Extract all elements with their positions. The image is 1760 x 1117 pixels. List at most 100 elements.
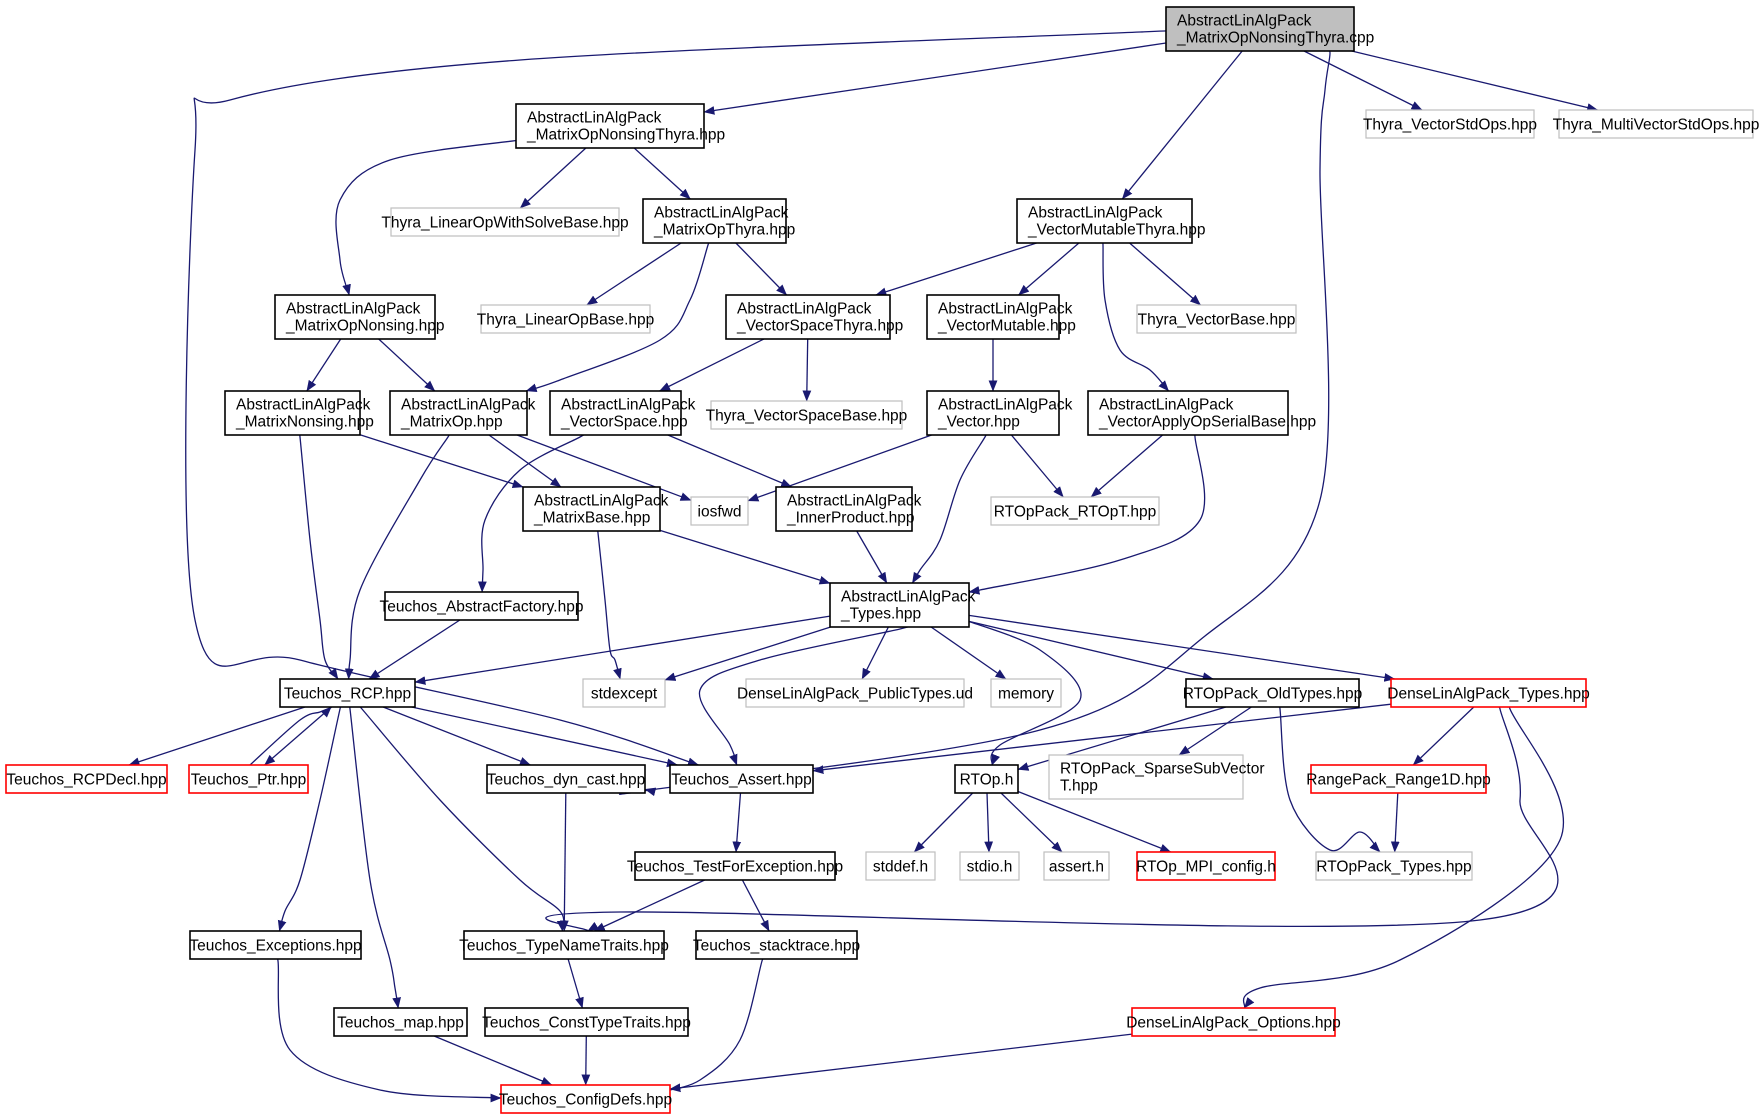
node-vm_thyra[interactable]: AbstractLinAlgPack_VectorMutableThyra.hp… [1016,198,1206,244]
node-stddef: stddef.h [865,851,936,881]
edge-vec-to-types [911,432,988,584]
node-label-mons_thyra-line-2: _MatrixOpNonsingThyra.hpp [526,127,725,144]
node-label-mbase-line-2: _MatrixBase.hpp [533,510,650,527]
edge-mo_thyra-to-vs_thyra [735,242,788,296]
edge-mop-to-rcp [344,432,451,680]
node-ptr[interactable]: Teuchos_Ptr.hpp [188,764,309,794]
node-mons_thyra[interactable]: AbstractLinAlgPack_MatrixOpNonsingThyra.… [515,103,725,149]
node-box-stdexcept [582,678,666,708]
node-box-vs_thyra [725,294,891,340]
edge-mbase-to-types [659,529,831,585]
edge-rcp-to-exceptions [277,700,343,932]
edge-vm_thyra-to-vmut [1018,242,1080,296]
node-box-map [333,1007,468,1037]
node-box-assert [669,764,814,794]
node-label-mns-line-2: _MatrixNonsing.hpp [235,414,374,431]
node-range1d[interactable]: RangePack_Range1D.hpp [1306,764,1491,794]
node-label-ptr-line-1: Teuchos_Ptr.hpp [191,772,306,789]
node-box-vm_thyra [1016,198,1193,244]
edge-vm_thyra-to-vs_thyra [875,242,1037,296]
node-label-thyra_vecstd-line-1: Thyra_VectorStdOps.hpp [1363,117,1537,134]
node-mbase[interactable]: AbstractLinAlgPack_MatrixBase.hpp [522,486,669,532]
node-assert[interactable]: Teuchos_Assert.hpp [669,764,814,794]
node-label-assert-line-1: Teuchos_Assert.hpp [671,772,811,789]
node-configdefs[interactable]: Teuchos_ConfigDefs.hpp [499,1084,672,1114]
edge-testexc-to-typename [593,879,705,932]
node-label-dla_pub-line-1: DenseLinAlgPack_PublicTypes.ud [737,686,973,703]
edge-innerprod-to-types [856,530,888,584]
node-label-thyra_lob-line-1: Thyra_LinearOpBase.hpp [477,312,655,329]
edge-mons-to-mns [306,338,342,392]
node-label-rtopt-line-1: RTOpPack_RTOpT.hpp [994,504,1157,521]
node-mpiconf[interactable]: RTOp_MPI_config.h [1136,851,1276,881]
node-dla_opts[interactable]: DenseLinAlgPack_Options.hpp [1126,1007,1341,1037]
node-label-vec-line-2: _Vector.hpp [937,414,1020,431]
edge-oldtypes-to-rtoptypes [1278,700,1381,853]
node-oldtypes[interactable]: RTOpPack_OldTypes.hpp [1183,678,1363,708]
node-box-thyra_mvstd [1558,109,1754,139]
node-innerprod[interactable]: AbstractLinAlgPack_InnerProduct.hpp [775,486,922,532]
node-label-configdefs-line-1: Teuchos_ConfigDefs.hpp [499,1092,672,1109]
node-label-exceptions-line-1: Teuchos_Exceptions.hpp [189,938,361,955]
node-rcp[interactable]: Teuchos_RCP.hpp [279,678,416,708]
node-label-mpiconf-line-1: RTOp_MPI_config.h [1136,859,1276,876]
node-dla_types[interactable]: DenseLinAlgPack_Types.hpp [1387,678,1590,708]
node-box-rtopt [990,496,1160,526]
node-stacktrace[interactable]: Teuchos_stacktrace.hpp [693,930,860,960]
node-rtoptypes: RTOpPack_Types.hpp [1315,851,1473,881]
node-box-rtoptypes [1315,851,1473,881]
edge-vm_thyra-to-thyra_vb [1129,242,1201,306]
edge-dla_types-to-typename [545,700,1559,932]
node-iosfwd: iosfwd [690,496,749,526]
node-label-rcp-line-1: Teuchos_RCP.hpp [284,686,411,703]
node-label-testexc-line-1: Teuchos_TestForException.hpp [627,859,843,876]
node-mo_thyra[interactable]: AbstractLinAlgPack_MatrixOpThyra.hpp [642,198,795,244]
node-box-thyra_vecstd [1365,109,1535,139]
node-map[interactable]: Teuchos_map.hpp [333,1007,468,1037]
node-box-mop [389,390,528,436]
node-label-mons-line-2: _MatrixOpNonsing.hpp [285,318,445,335]
node-vaosb[interactable]: AbstractLinAlgPack_VectorApplyOpSerialBa… [1087,390,1316,436]
node-root[interactable]: AbstractLinAlgPack_MatrixOpNonsingThyra.… [1165,6,1374,52]
node-box-sparse [1048,754,1244,800]
node-label-rtop-line-1: RTOp.h [960,772,1014,789]
node-rtop[interactable]: RTOp.h [954,764,1019,794]
node-label-thyra_vb-line-1: Thyra_VectorBase.hpp [1138,312,1296,329]
node-box-types [829,582,970,628]
node-label-mo_thyra-line-1: AbstractLinAlgPack [654,205,789,222]
node-label-vaosb-line-1: AbstractLinAlgPack [1099,397,1234,414]
node-label-stacktrace-line-1: Teuchos_stacktrace.hpp [693,938,860,955]
node-label-mop-line-1: AbstractLinAlgPack [401,397,536,414]
node-exceptions[interactable]: Teuchos_Exceptions.hpp [189,930,362,960]
node-types[interactable]: AbstractLinAlgPack_Types.hpp [829,582,976,628]
edge-rcp-to-typename [355,700,566,932]
node-testexc[interactable]: Teuchos_TestForException.hpp [627,851,843,881]
edge-typename-to-consttype [567,958,584,1009]
edge-vaosb-to-rtopt [1090,434,1164,498]
node-dyncast[interactable]: Teuchos_dyn_cast.hpp [486,764,646,794]
node-mop[interactable]: AbstractLinAlgPack_MatrixOp.hpp [389,390,536,436]
node-mons[interactable]: AbstractLinAlgPack_MatrixOpNonsing.hpp [274,294,445,340]
node-label-thyra_lowsb-line-1: Thyra_LinearOpWithSolveBase.hpp [381,215,628,232]
node-vmut[interactable]: AbstractLinAlgPack_VectorMutable.hpp [926,294,1076,340]
node-box-root [1165,6,1355,52]
node-consttype[interactable]: Teuchos_ConstTypeTraits.hpp [482,1007,691,1037]
node-label-mbase-line-1: AbstractLinAlgPack [534,493,669,510]
node-box-mo_thyra [642,198,787,244]
node-rcpdecl[interactable]: Teuchos_RCPDecl.hpp [5,764,168,794]
edge-vsp-to-absfact [477,433,587,593]
node-label-range1d-line-1: RangePack_Range1D.hpp [1306,772,1490,789]
node-label-mons-line-1: AbstractLinAlgPack [286,301,421,318]
node-vec[interactable]: AbstractLinAlgPack_Vector.hpp [926,390,1073,436]
node-label-stdio-line-1: stdio.h [967,859,1013,876]
edge-mop-to-mbase [488,434,562,488]
node-vsp[interactable]: AbstractLinAlgPack_VectorSpace.hpp [549,390,696,436]
node-absfact[interactable]: Teuchos_AbstractFactory.hpp [380,591,584,621]
edge-rcp-to-dyncast [382,706,531,766]
edge-rtop-to-asserth [1000,792,1063,853]
node-vs_thyra[interactable]: AbstractLinAlgPack_VectorSpaceThyra.hpp [725,294,903,340]
node-mns[interactable]: AbstractLinAlgPack_MatrixNonsing.hpp [224,390,374,436]
edge-rtop-to-stdio [984,792,994,853]
node-typename[interactable]: Teuchos_TypeNameTraits.hpp [459,930,669,960]
